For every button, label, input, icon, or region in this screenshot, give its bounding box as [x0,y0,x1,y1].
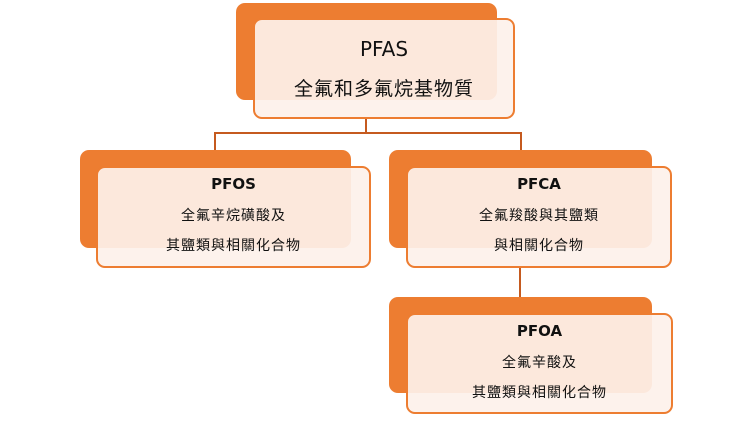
node-pfca-line-1: 全氟羧酸與其鹽類 [479,208,599,224]
node-pfca-front: PFCA 全氟羧酸與其鹽類 與相關化合物 [406,166,672,268]
connector-horizontal [214,132,522,134]
node-pfoa-line-1: 全氟辛酸及 [502,354,577,371]
node-pfos-line-2: 其鹽類與相關化合物 [166,238,301,254]
connector-pfca-to-pfoa [519,267,521,297]
node-pfoa-title: PFOA [516,321,563,340]
node-pfos-title: PFOS [211,175,256,193]
node-pfas-front: PFAS 全氟和多氟烷基物質 [253,18,515,119]
node-pfas-line: 全氟和多氟烷基物質 [293,77,474,100]
connector-root-down [365,118,367,134]
node-pfos-front: PFOS 全氟辛烷磺酸及 其鹽類與相關化合物 [96,166,371,268]
node-pfca-line-2: 與相關化合物 [494,238,584,254]
node-pfos-line-1: 全氟辛烷磺酸及 [181,208,286,224]
connector-to-pfos [214,132,216,150]
connector-to-pfca [520,132,522,150]
node-pfas-title: PFAS [359,36,409,61]
node-pfoa-line-2: 其鹽類與相關化合物 [472,384,607,401]
node-pfoa-front: PFOA 全氟辛酸及 其鹽類與相關化合物 [406,313,673,414]
node-pfca-title: PFCA [517,175,561,193]
